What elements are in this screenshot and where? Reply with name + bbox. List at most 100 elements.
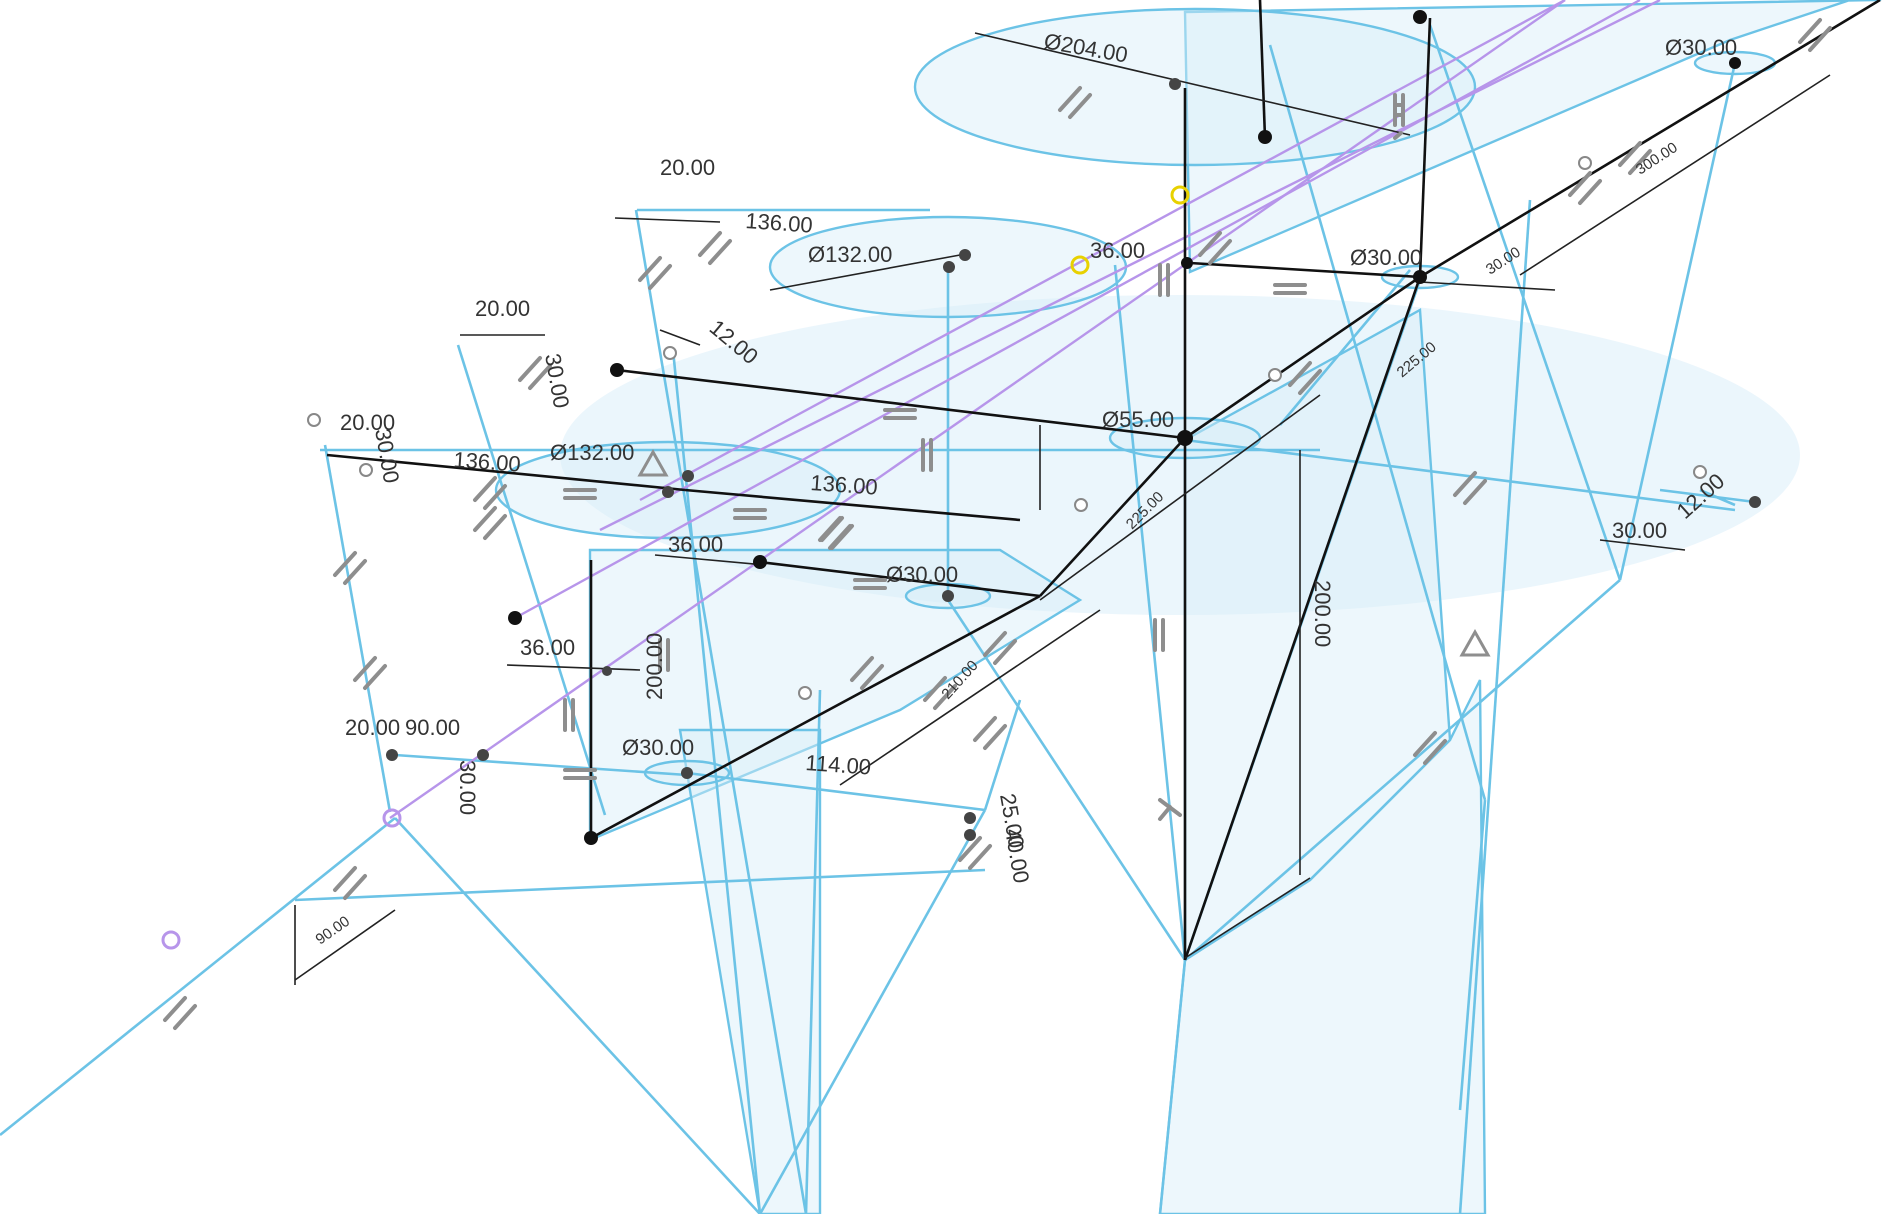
parallel-constraint-icon[interactable] bbox=[1058, 86, 1092, 119]
perpendicular-constraint-icon[interactable] bbox=[1393, 131, 1403, 140]
dimension-label[interactable]: 200.00 bbox=[1310, 580, 1335, 647]
construction-line[interactable] bbox=[983, 699, 1022, 811]
hollow-point[interactable] bbox=[1578, 156, 1592, 170]
parallel-constraint-icon[interactable] bbox=[1568, 171, 1602, 205]
dimension-label[interactable]: 30.00 bbox=[540, 352, 574, 411]
sketch-point[interactable] bbox=[584, 831, 598, 845]
dimension-label[interactable]: 114.00 bbox=[805, 750, 872, 780]
sketch-point[interactable] bbox=[1749, 496, 1761, 508]
sketch-line[interactable] bbox=[1184, 275, 1421, 440]
construction-line[interactable] bbox=[804, 689, 822, 1214]
dimension-label[interactable]: 20.00 bbox=[660, 155, 715, 180]
parallel-constraint-icon[interactable] bbox=[353, 656, 387, 690]
projected-line[interactable] bbox=[599, 0, 1661, 532]
sketch-line[interactable] bbox=[758, 560, 1041, 598]
parallel-constraint-icon[interactable] bbox=[473, 506, 507, 540]
dimension-line[interactable] bbox=[294, 909, 396, 981]
projected-line[interactable] bbox=[639, 0, 1566, 502]
hollow-point[interactable] bbox=[307, 413, 321, 427]
tangent-constraint-icon[interactable] bbox=[1393, 93, 1405, 127]
dimension-label[interactable]: Ø30.00 bbox=[1350, 245, 1422, 270]
construction-line[interactable] bbox=[294, 868, 986, 902]
circle-d204[interactable] bbox=[913, 7, 1477, 167]
horizontal-constraint-icon[interactable] bbox=[563, 488, 597, 500]
dimension-label[interactable]: Ø30.00 bbox=[622, 735, 694, 760]
dimension-line[interactable] bbox=[1419, 281, 1556, 291]
sketch-point[interactable] bbox=[1729, 57, 1741, 69]
sketch-point[interactable] bbox=[1169, 78, 1181, 90]
parallel-constraint-icon[interactable] bbox=[333, 551, 367, 585]
tangent-constraint-icon[interactable] bbox=[658, 638, 670, 672]
dimension-label[interactable]: 136.00 bbox=[810, 470, 879, 500]
sketch-line[interactable] bbox=[1258, 0, 1267, 139]
hollow-point[interactable] bbox=[1693, 465, 1707, 479]
profile-region[interactable] bbox=[1158, 679, 1487, 1214]
selection-point[interactable] bbox=[1170, 185, 1190, 205]
parallel-constraint-icon[interactable] bbox=[983, 631, 1017, 665]
sketch-line[interactable] bbox=[1419, 0, 1881, 279]
dimension-label[interactable]: 36.00 bbox=[668, 532, 723, 557]
dimension-label[interactable]: 30.00 bbox=[1612, 518, 1667, 543]
sketch-point[interactable] bbox=[943, 261, 955, 273]
dimension-line[interactable] bbox=[1039, 394, 1321, 601]
sketch-point[interactable] bbox=[602, 666, 612, 676]
sketch-point[interactable] bbox=[1258, 130, 1272, 144]
construction-line[interactable] bbox=[1268, 44, 1487, 801]
construction-line[interactable] bbox=[1158, 959, 1187, 1214]
sketch-point[interactable] bbox=[386, 749, 398, 761]
hollow-point[interactable] bbox=[663, 346, 677, 360]
horizontal-constraint-icon[interactable] bbox=[733, 508, 767, 520]
dimension-line[interactable] bbox=[506, 664, 641, 671]
sketch-point[interactable] bbox=[662, 486, 674, 498]
dimension-label[interactable]: 40.00 bbox=[1000, 827, 1034, 886]
dimension-label[interactable]: Ø132.00 bbox=[550, 440, 634, 465]
sketch-line[interactable] bbox=[1183, 276, 1422, 961]
tangent-constraint-icon[interactable] bbox=[921, 438, 933, 472]
parallel-constraint-icon[interactable] bbox=[958, 836, 992, 870]
sketch-point[interactable] bbox=[1177, 430, 1193, 446]
parallel-constraint-icon[interactable] bbox=[1288, 361, 1322, 395]
dimension-label[interactable]: 30.00 bbox=[370, 427, 404, 486]
parallel-constraint-icon[interactable] bbox=[1618, 141, 1652, 175]
hollow-point[interactable] bbox=[1074, 498, 1088, 512]
dimension-label[interactable]: 30.00 bbox=[455, 760, 480, 815]
parallel-constraint-icon[interactable] bbox=[473, 476, 507, 510]
parallel-constraint-icon[interactable] bbox=[698, 231, 732, 265]
construction-line[interactable] bbox=[323, 444, 392, 813]
sketch-point[interactable] bbox=[681, 767, 693, 779]
horizontal-constraint-icon[interactable] bbox=[883, 408, 917, 420]
dimension-label[interactable]: 36.00 bbox=[520, 635, 575, 660]
construction-line[interactable] bbox=[946, 599, 1187, 961]
perpendicular-constraint-icon[interactable] bbox=[1158, 798, 1182, 821]
construction-line[interactable] bbox=[758, 809, 987, 1214]
hollow-point[interactable] bbox=[359, 463, 373, 477]
projected-line[interactable] bbox=[389, 0, 1566, 819]
tangent-constraint-icon[interactable] bbox=[563, 698, 575, 732]
sketch-line[interactable] bbox=[616, 368, 1186, 440]
parallel-constraint-icon[interactable] bbox=[518, 356, 552, 390]
sketch-line[interactable] bbox=[1189, 261, 1421, 279]
sketch-line[interactable] bbox=[326, 453, 686, 492]
construction-line[interactable] bbox=[1428, 24, 1622, 581]
sketch-point[interactable] bbox=[753, 555, 767, 569]
dimension-label[interactable]: 20.00 bbox=[475, 296, 530, 321]
construction-line[interactable] bbox=[394, 753, 688, 777]
sketch-line[interactable] bbox=[1039, 437, 1186, 597]
parallel-constraint-icon[interactable] bbox=[973, 716, 1007, 750]
parallel-constraint-icon[interactable] bbox=[818, 516, 852, 550]
parallel-constraint-icon[interactable] bbox=[333, 866, 367, 900]
dimension-line[interactable] bbox=[1519, 74, 1831, 276]
parallel-constraint-icon[interactable] bbox=[923, 676, 957, 710]
dimension-line[interactable] bbox=[974, 32, 1411, 136]
construction-line[interactable] bbox=[1279, 269, 1411, 426]
dimension-line[interactable] bbox=[1184, 877, 1311, 959]
projected-point[interactable] bbox=[161, 930, 181, 950]
sketch-line[interactable] bbox=[1418, 17, 1432, 278]
construction-line[interactable] bbox=[686, 771, 986, 812]
construction-line[interactable] bbox=[394, 817, 761, 1214]
construction-line[interactable] bbox=[634, 209, 808, 1214]
sketch-point[interactable] bbox=[610, 363, 624, 377]
sketch-point[interactable] bbox=[477, 749, 489, 761]
dimension-line[interactable] bbox=[659, 329, 701, 346]
